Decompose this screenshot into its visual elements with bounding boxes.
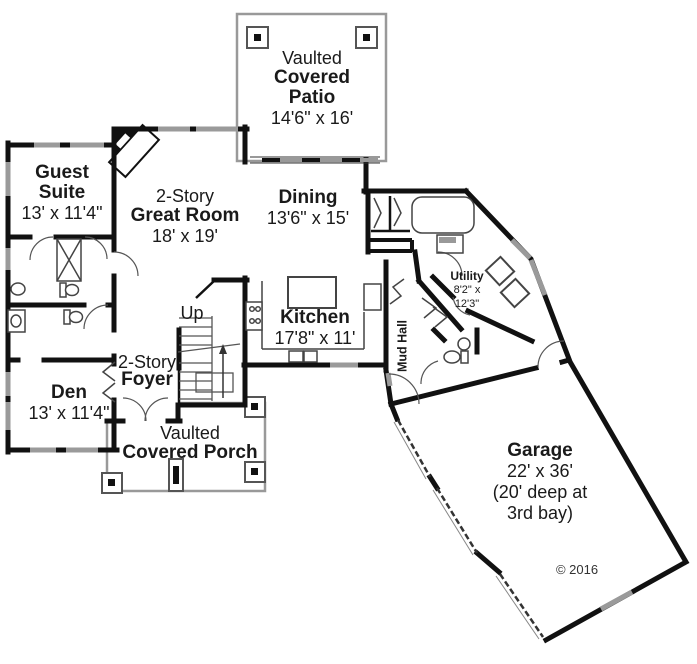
door-arcs: [29, 236, 565, 422]
kitchen-dimensions: 17'8" x 11': [274, 328, 356, 348]
guest-suite-dimensions: 13' x 11'4": [21, 203, 103, 223]
powder-room-fixtures: [443, 337, 471, 364]
garage-dimensions: 22' x 36': [507, 461, 573, 481]
garage-name: Garage: [507, 440, 573, 461]
label-great-room: 2-Story Great Room 18' x 19': [131, 186, 240, 246]
label-garage: Garage 22' x 36' (20' deep at 3rd bay): [493, 440, 588, 524]
porch-line2: Covered Porch: [122, 442, 258, 463]
utility-name: Utility: [450, 269, 484, 283]
hall-builtins: [411, 196, 475, 254]
porch-line1: Vaulted: [160, 423, 220, 443]
label-covered-patio: Vaulted Covered Patio 14'6" x 16': [271, 48, 353, 128]
label-stairs-up: Up: [180, 303, 203, 323]
stairs-direction-arrow: [219, 344, 227, 398]
label-foyer: 2-Story Foyer: [118, 353, 176, 389]
bifold-door-symbols: [101, 197, 449, 403]
guest-suite-line2: Suite: [38, 182, 86, 203]
copyright-notice: © 2016: [556, 560, 598, 580]
utility-dimensions-1: 8'2" x: [453, 284, 481, 296]
label-kitchen: Kitchen 17'8" x 11': [274, 307, 356, 349]
label-dining: Dining 13'6" x 15': [266, 187, 350, 229]
label-covered-porch: Vaulted Covered Porch: [122, 423, 257, 463]
kitchen-fixtures: [245, 276, 382, 363]
garage-door-openings: [393, 419, 545, 640]
label-mud-hall: Mud Hall: [395, 319, 410, 373]
foyer-line1: 2-Story: [117, 352, 177, 372]
label-utility: Utility 8'2" x 12'3": [450, 269, 483, 311]
patio-slider-door: [250, 156, 380, 164]
patio-dimensions: 14'6" x 16': [270, 108, 354, 128]
dining-dimensions: 13'6" x 15': [266, 208, 350, 228]
dining-niche-walls: [366, 238, 414, 253]
patio-line1: Vaulted: [282, 48, 342, 68]
guest-suite-line1: Guest: [35, 162, 89, 183]
windows: [5, 126, 634, 612]
den-dimensions: 13' x 11'4": [28, 403, 110, 423]
thin-walls: [177, 196, 410, 405]
garage-note-1: (20' deep at: [492, 482, 588, 502]
dining-name: Dining: [278, 187, 338, 208]
fireplace: [107, 123, 161, 179]
great-room-line2: Great Room: [130, 205, 240, 226]
great-room-dimensions: 18' x 19': [152, 226, 218, 246]
patio-line2: Covered: [273, 67, 351, 88]
post-cores: [108, 34, 370, 486]
stairs-up-text: Up: [180, 303, 204, 323]
kitchen-name: Kitchen: [280, 307, 350, 328]
garage-note-2: 3rd bay): [506, 503, 574, 523]
den-name: Den: [51, 382, 87, 403]
copyright-text: © 2016: [555, 562, 599, 577]
foyer-line2: Foyer: [121, 369, 173, 390]
utility-dimensions-2: 12'3": [454, 298, 480, 310]
great-room-line1: 2-Story: [155, 186, 215, 206]
bathroom-fixtures: [7, 238, 84, 333]
mud-hall-name: Mud Hall: [395, 319, 410, 373]
washer-dryer: [484, 255, 531, 309]
staircase: [177, 316, 241, 401]
patio-line3: Patio: [288, 87, 336, 108]
label-guest-suite: Guest Suite 13' x 11'4": [21, 162, 103, 224]
label-den: Den 13' x 11'4": [28, 382, 110, 424]
